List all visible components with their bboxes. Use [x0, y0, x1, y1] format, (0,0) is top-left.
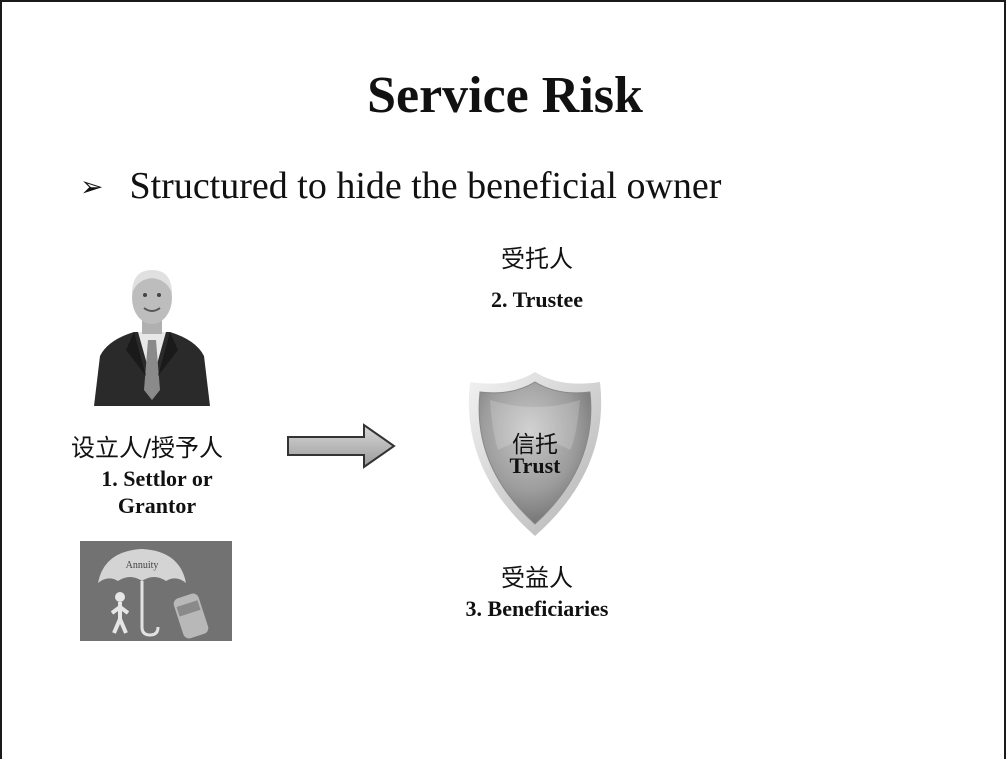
slide-title: Service Risk — [367, 67, 643, 124]
bullet-text: Structured to hide the beneficial owner — [129, 165, 722, 207]
beneficiaries-label: 3. Beneficiaries — [465, 596, 609, 621]
trustee-label: 2. Trustee — [490, 287, 584, 312]
trustee-chinese-label: 受托人 — [501, 245, 573, 273]
beneficiaries-chinese-label: 受益人 — [501, 564, 573, 592]
settlor-chinese-label: 设立人/授予人 — [70, 434, 224, 462]
settlor-label-line1: 1. Settlor or — [101, 466, 213, 491]
right-arrow-icon — [287, 423, 396, 469]
trust-shield-icon — [468, 372, 602, 536]
trust-chinese-label: 信托 — [512, 432, 558, 458]
trust-label: Trust — [509, 453, 561, 478]
bullet-item: ➢ Structured to hide the beneficial owne… — [80, 162, 721, 210]
settlor-portrait-image — [88, 264, 216, 406]
arrowhead-bullet-icon: ➢ — [80, 169, 104, 203]
annuity-umbrella-image: Annuity — [80, 541, 232, 641]
annuity-text: Annuity — [126, 560, 159, 571]
settlor-label-line2: Grantor — [117, 493, 197, 518]
